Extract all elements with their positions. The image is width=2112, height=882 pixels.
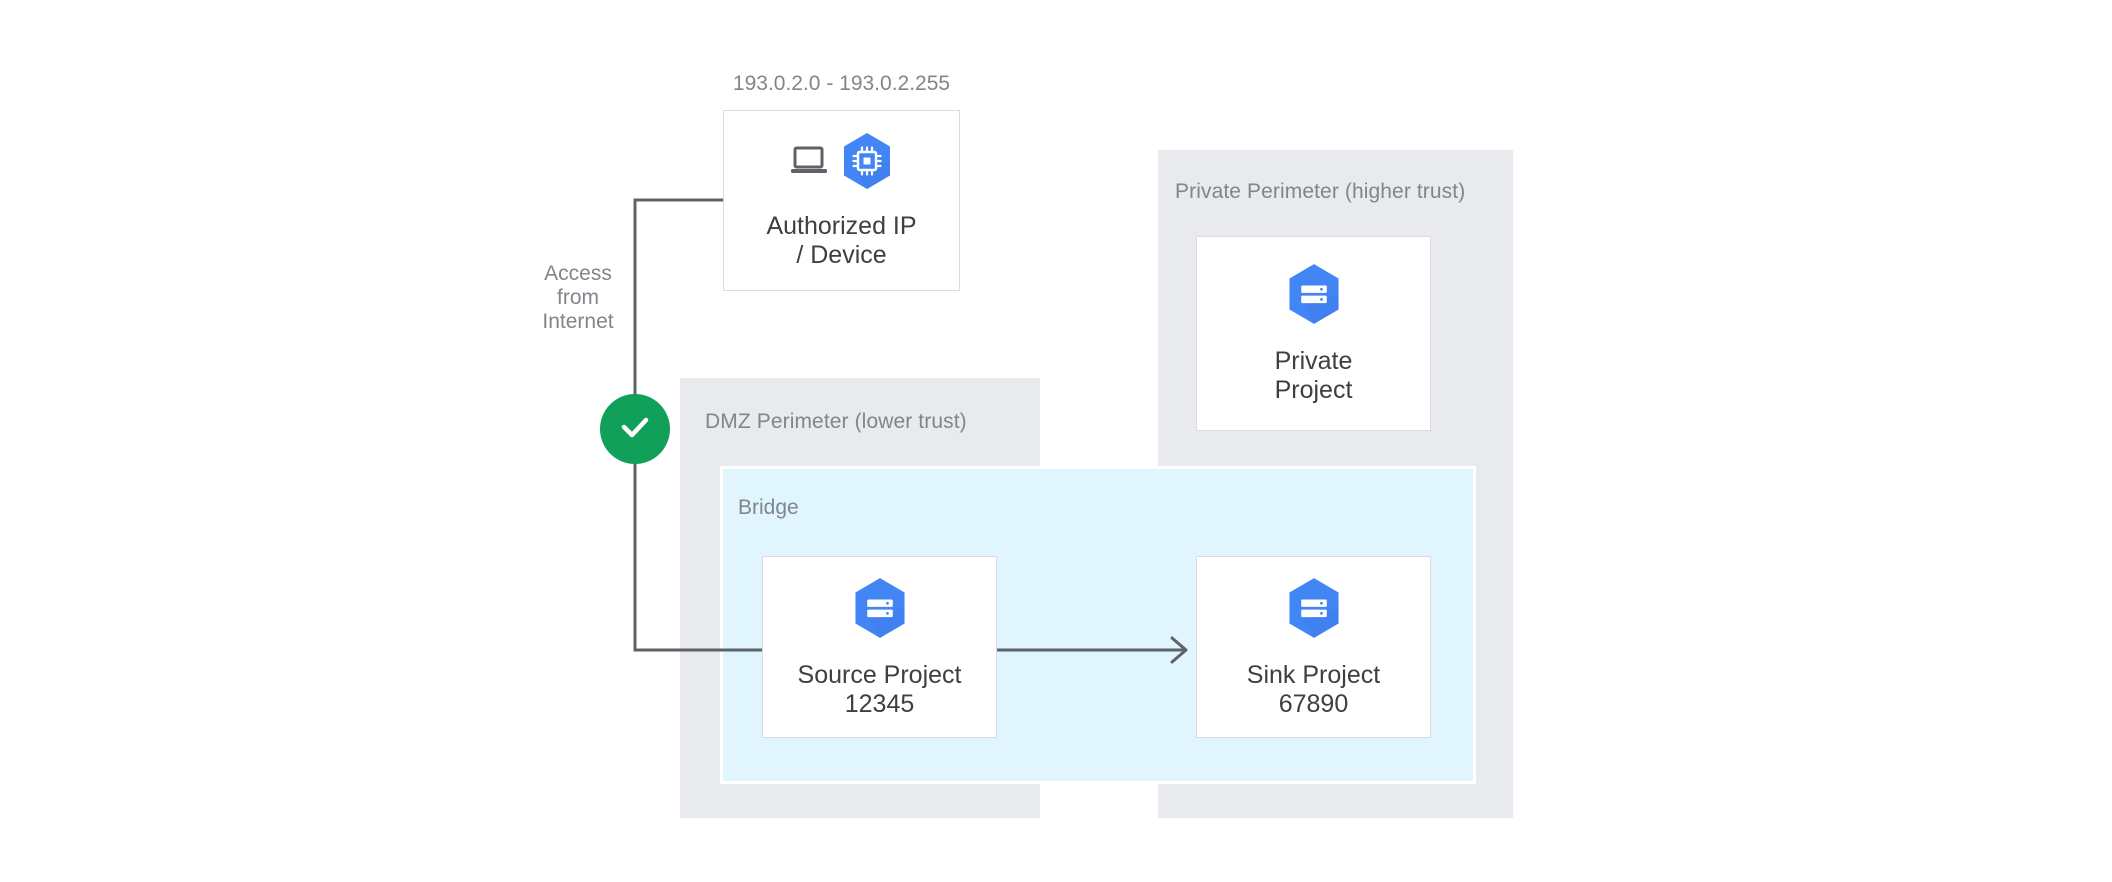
project-hexagon-icon xyxy=(1285,576,1343,645)
source-project-icons xyxy=(851,576,909,645)
project-hexagon-icon xyxy=(1285,262,1343,331)
authorized-device-label: Authorized IP / Device xyxy=(766,212,917,269)
source-project-label: Source Project 12345 xyxy=(797,660,962,718)
project-hexagon-icon xyxy=(851,576,909,645)
dmz-perimeter-label: DMZ Perimeter (lower trust) xyxy=(705,410,967,433)
ip-range-caption: 193.0.2.0 - 193.0.2.255 xyxy=(732,72,951,95)
access-allowed-status-badge xyxy=(600,394,670,464)
private-project-label: Private Project xyxy=(1274,347,1353,404)
access-from-internet-caption: Access from Internet xyxy=(542,262,614,333)
sink-project-label: Sink Project 67890 xyxy=(1246,660,1381,718)
node-authorized-ip-device[interactable]: Authorized IP / Device xyxy=(723,110,960,291)
node-private-project[interactable]: Private Project xyxy=(1196,236,1431,431)
private-project-icons xyxy=(1285,262,1343,331)
bridge-label: Bridge xyxy=(738,496,799,519)
laptop-icon xyxy=(790,146,828,181)
private-perimeter-label: Private Perimeter (higher trust) xyxy=(1175,180,1466,203)
compute-chip-hexagon-icon xyxy=(840,131,894,196)
node-sink-project[interactable]: Sink Project 67890 xyxy=(1196,556,1431,738)
authorized-device-icons xyxy=(790,131,894,196)
node-source-project[interactable]: Source Project 12345 xyxy=(762,556,997,738)
sink-project-icons xyxy=(1285,576,1343,645)
check-icon xyxy=(615,407,655,452)
